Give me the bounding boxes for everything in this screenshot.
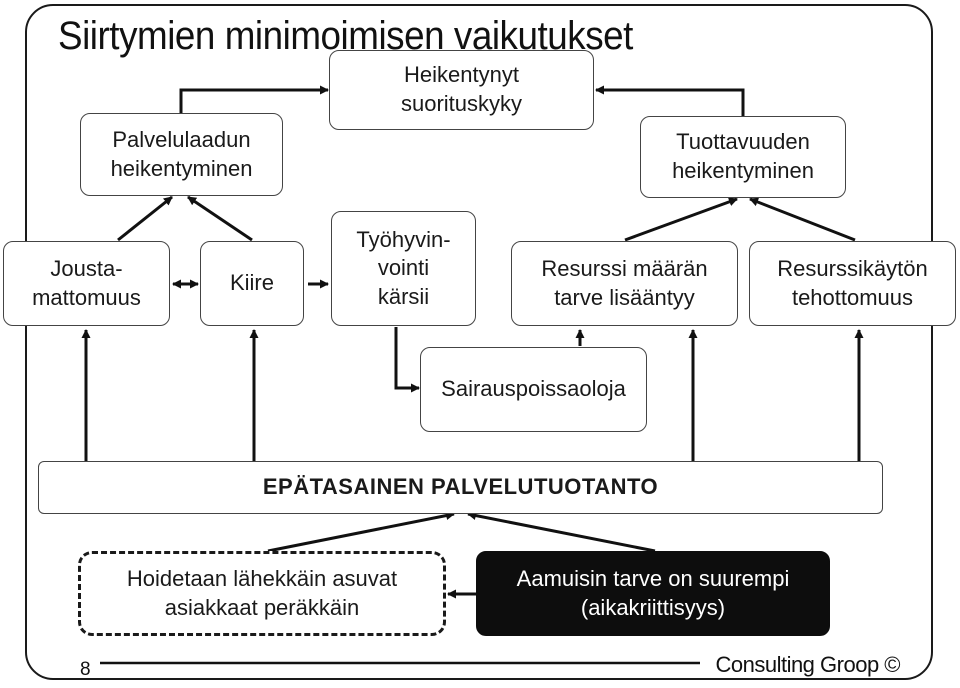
node-palvelulaadun-heikentyminen: Palvelulaadun heikentyminen	[80, 113, 283, 196]
arrow-resurssimaara-to-tuottavuus	[624, 197, 738, 242]
arrow-palvelulaatu-to-heikentynyt	[179, 85, 329, 113]
node-resurssi-maaran-tarve: Resurssi määrän tarve lisääntyy	[511, 241, 738, 326]
arrow-kiire-to-palvelulaatu	[187, 195, 253, 242]
node-joustamattomuus: Jousta- mattomuus	[3, 241, 170, 326]
arrow-tyohyvinvointi-to-sairauspoissaolot	[394, 327, 420, 393]
node-tuottavuuden-heikentyminen: Tuottavuuden heikentyminen	[640, 116, 846, 198]
node-heikentynyt-suorituskyky: Heikentynyt suorituskyky	[329, 50, 594, 130]
node-tyohyvinvointi-karsii: Työhyvin- vointi kärsii	[331, 211, 476, 326]
page-number: 8	[80, 659, 91, 680]
footer-brand: Consulting Groop ©	[715, 652, 900, 677]
slide-frame	[25, 4, 933, 680]
node-kiire: Kiire	[200, 241, 304, 326]
arrow-aamuisin-to-palvelutuotanto	[467, 511, 656, 553]
node-resurssikayton-tehottomuus: Resurssikäytön tehottomuus	[749, 241, 956, 326]
arrow-resurssikaytto-to-tuottavuus	[749, 197, 856, 242]
arrow-hoidetaan-to-palvelutuotanto	[267, 511, 455, 553]
arrow-joustamattomuus-to-palvelulaatu	[117, 195, 173, 242]
node-sairauspoissaoloja: Sairauspoissaoloja	[420, 347, 647, 432]
arrow-tuottavuus-to-heikentynyt	[595, 85, 745, 116]
node-aamuisin-tarve: Aamuisin tarve on suurempi (aikakriittis…	[476, 551, 830, 636]
node-epatasainen-palvelutuotanto: EPÄTASAINEN PALVELUTUOTANTO	[38, 461, 883, 514]
node-hoidetaan-lahekkain: Hoidetaan lähekkäin asuvat asiakkaat per…	[78, 551, 446, 636]
